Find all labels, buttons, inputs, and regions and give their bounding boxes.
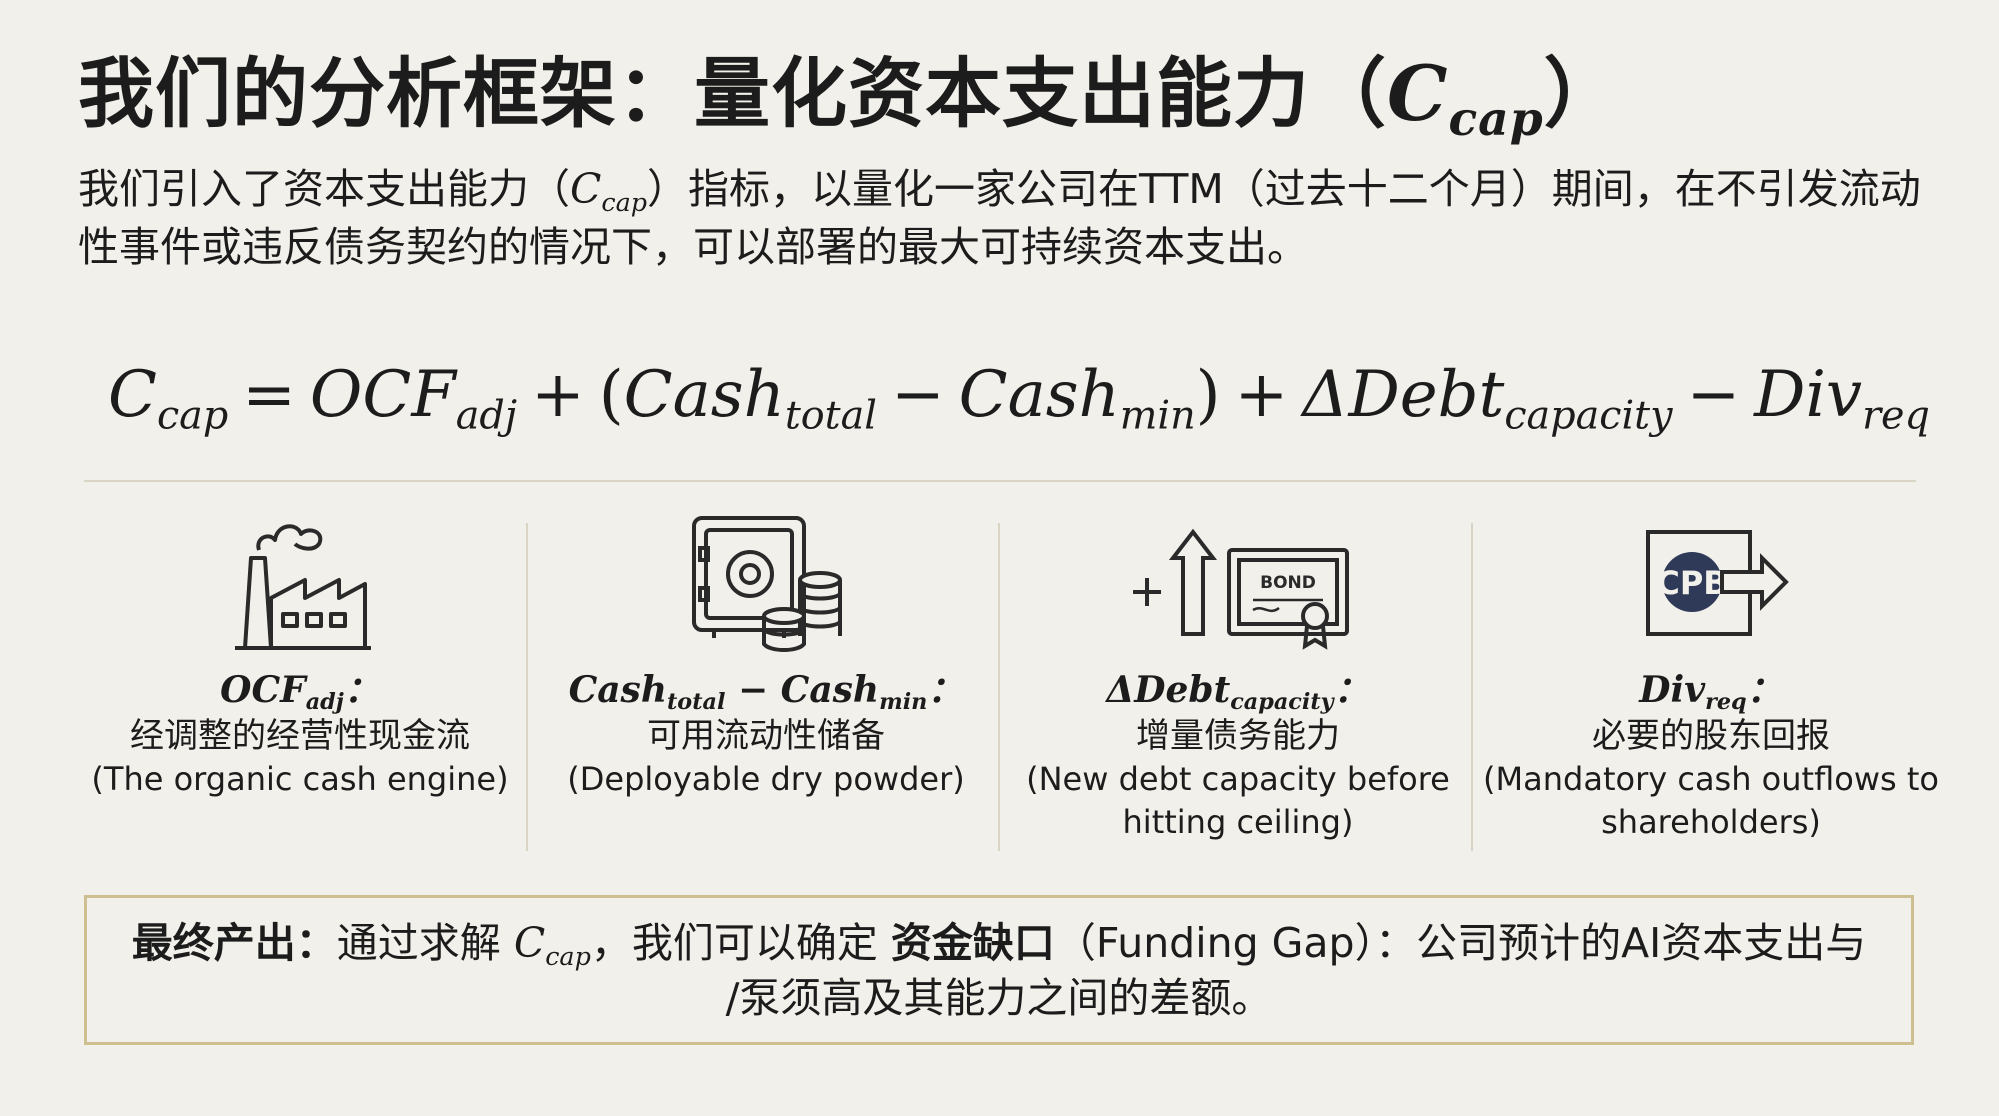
bond-up-arrow-icon: BOND bbox=[1133, 528, 1349, 650]
dividend-outflow-icon: CPB bbox=[1646, 530, 1789, 636]
debt-label: ΔDebtcapacity： bbox=[1003, 666, 1473, 714]
intro-part1: 我们引入了资本支出能力（ bbox=[78, 165, 570, 213]
cash-label: Cashtotal − Cashmin： bbox=[531, 666, 1001, 714]
summary-p3: （Funding Gap）：公司预计的AI资本支出与 bbox=[1054, 919, 1867, 967]
summary-label: 最终产出： bbox=[131, 919, 337, 967]
ocf-label-colon: ： bbox=[343, 669, 380, 711]
page-title: 我们的分析框架：量化资本支出能力（Ccap） bbox=[78, 48, 1878, 143]
bond-icon-text: BOND bbox=[1260, 573, 1316, 593]
capex-formula: Ccap=OCFadj+(Cashtotal−Cashmin)+ΔDebtcap… bbox=[108, 358, 1930, 436]
cash-label-total-sub: total bbox=[667, 689, 726, 716]
summary-box: 最终产出：通过求解 Ccap，我们可以确定 资金缺口（Funding Gap）：… bbox=[84, 895, 1914, 1045]
formula-cash-min: Cash bbox=[958, 358, 1120, 432]
summary-line-2: /泵须高及其能力之间的差额。 bbox=[725, 974, 1273, 1022]
intro-var: C bbox=[570, 165, 602, 213]
title-text: 我们的分析框架：量化资本支出能力（ bbox=[78, 49, 1387, 138]
div-label-var: Div bbox=[1639, 669, 1706, 711]
formula-div-sub: req bbox=[1862, 392, 1930, 439]
column-divider bbox=[1471, 523, 1473, 851]
formula-ccap: C bbox=[108, 358, 157, 432]
ocf-desc-en: (The organic cash engine) bbox=[91, 760, 509, 798]
formula-debt-sub: capacity bbox=[1504, 392, 1673, 439]
summary-funding-gap: 资金缺口 bbox=[890, 919, 1055, 967]
formula-div: Div bbox=[1754, 358, 1863, 432]
formula-equals: = bbox=[242, 358, 296, 432]
column-divider bbox=[526, 523, 528, 851]
div-label: Divreq： bbox=[1476, 666, 1946, 714]
div-label-sub: req bbox=[1705, 689, 1747, 716]
summary-var-sub: cap bbox=[545, 941, 591, 972]
column-divider bbox=[998, 523, 1000, 851]
formula-ccap-sub: cap bbox=[156, 392, 229, 439]
debt-label-colon: ： bbox=[1333, 669, 1370, 711]
formula-cash-min-sub: min bbox=[1119, 392, 1196, 439]
summary-line-1: 最终产出：通过求解 Ccap，我们可以确定 资金缺口（Funding Gap）：… bbox=[87, 916, 1911, 971]
formula-ocf: OCF bbox=[309, 358, 456, 432]
cash-desc-zh: 可用流动性储备 bbox=[647, 716, 885, 756]
formula-minus-1: − bbox=[890, 358, 945, 432]
cpb-icon-text: CPB bbox=[1656, 564, 1727, 602]
formula-cash-total: Cash bbox=[623, 358, 785, 432]
ocf-label: OCFadj： bbox=[65, 666, 535, 714]
formula-debt: ΔDebt bbox=[1302, 358, 1505, 432]
intro-paragraph: 我们引入了资本支出能力（Ccap）指标，以量化一家公司在TTM（过去十二个月）期… bbox=[78, 160, 1928, 276]
debt-label-sub: capacity bbox=[1230, 689, 1334, 716]
safe-coins-icon bbox=[692, 516, 842, 652]
summary-p2: ，我们可以确定 bbox=[590, 919, 891, 967]
formula-plus-1: + bbox=[531, 358, 585, 432]
ocf-label-sub: adj bbox=[305, 689, 344, 716]
cash-desc-en: (Deployable dry powder) bbox=[567, 760, 965, 798]
intro-part2: ）指标，以量化一家公司在TTM（过去十二个月）期间，在不引发流动性事件或违反债务… bbox=[78, 165, 1921, 271]
cash-label-total-var: Cash bbox=[568, 669, 667, 711]
title-var-sub: cap bbox=[1448, 92, 1544, 148]
summary-p1: 通过求解 bbox=[336, 919, 514, 967]
formula-divider bbox=[84, 480, 1916, 482]
formula-cash-total-sub: total bbox=[784, 392, 877, 439]
summary-var: C bbox=[513, 919, 546, 967]
title-var: C bbox=[1387, 49, 1449, 138]
component-dividend: CPB Divreq： 必要的股东回报 (Mandatory cash outf… bbox=[1476, 508, 1946, 858]
title-close: ） bbox=[1543, 49, 1621, 138]
ocf-label-var: OCF bbox=[220, 669, 306, 711]
formula-minus-2: − bbox=[1686, 358, 1741, 432]
debt-label-var: ΔDebt bbox=[1106, 669, 1231, 711]
cash-label-min-sub: min bbox=[879, 689, 928, 716]
debt-desc-zh: 增量债务能力 bbox=[1136, 716, 1340, 756]
component-ocf: OCFadj： 经调整的经营性现金流 (The organic cash eng… bbox=[65, 508, 535, 858]
cash-label-minus: − bbox=[725, 669, 781, 711]
div-desc-zh: 必要的股东回报 bbox=[1592, 716, 1830, 756]
div-desc-en: (Mandatory cash outflows to shareholders… bbox=[1483, 760, 1939, 841]
cash-label-min-var: Cash bbox=[780, 669, 880, 711]
formula-ocf-sub: adj bbox=[455, 392, 518, 439]
formula-lparen: ( bbox=[598, 358, 624, 432]
div-label-colon: ： bbox=[1746, 669, 1783, 711]
ocf-desc-zh: 经调整的经营性现金流 bbox=[130, 716, 470, 756]
formula-rparen: ) bbox=[1195, 358, 1221, 432]
formula-plus-2: + bbox=[1234, 358, 1289, 432]
factory-icon bbox=[235, 524, 371, 650]
debt-desc-en: (New debt capacity before hitting ceilin… bbox=[1026, 760, 1450, 841]
component-debt: BOND ΔDebtcapacity： 增量债务能力 (New debt cap… bbox=[1003, 508, 1473, 858]
intro-var-sub: cap bbox=[601, 187, 648, 218]
component-cash: Cashtotal − Cashmin： 可用流动性储备 (Deployable… bbox=[531, 508, 1001, 858]
cash-label-colon: ： bbox=[927, 669, 964, 711]
